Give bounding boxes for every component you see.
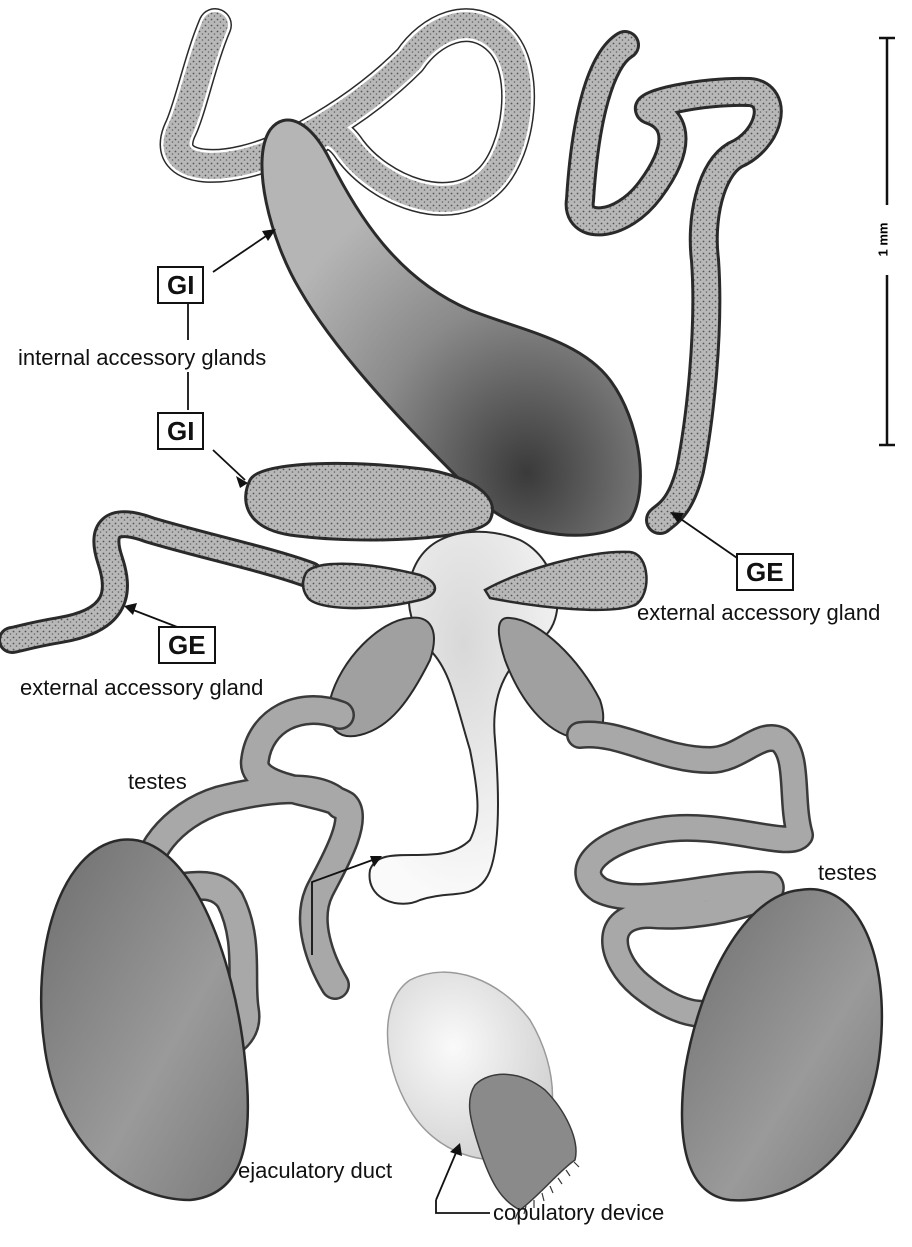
arrow-ge-left [124,603,137,615]
gi-label-upper: GI [157,266,204,304]
ge-label-left: GE [158,626,216,664]
testis-right [682,889,882,1200]
external-accessory-gland-label-right: external accessory gland [637,600,880,626]
ge-label-right: GE [736,553,794,591]
gi-label-lower: GI [157,412,204,450]
copulatory-device-label: copulatory device [493,1200,664,1226]
scale-bar-label: 1 mm [875,223,890,257]
copulatory-stylet [470,1074,576,1210]
external-accessory-gland-label-left: external accessory gland [20,675,263,701]
internal-gland-coil [177,25,519,214]
external-gland-left-tube [12,524,310,640]
testes-label-right: testes [818,860,877,886]
internal-accessory-glands-label: internal accessory glands [18,345,266,371]
testes-label-left: testes [128,769,187,795]
ejaculatory-duct-label: ejaculatory duct [238,1158,392,1184]
